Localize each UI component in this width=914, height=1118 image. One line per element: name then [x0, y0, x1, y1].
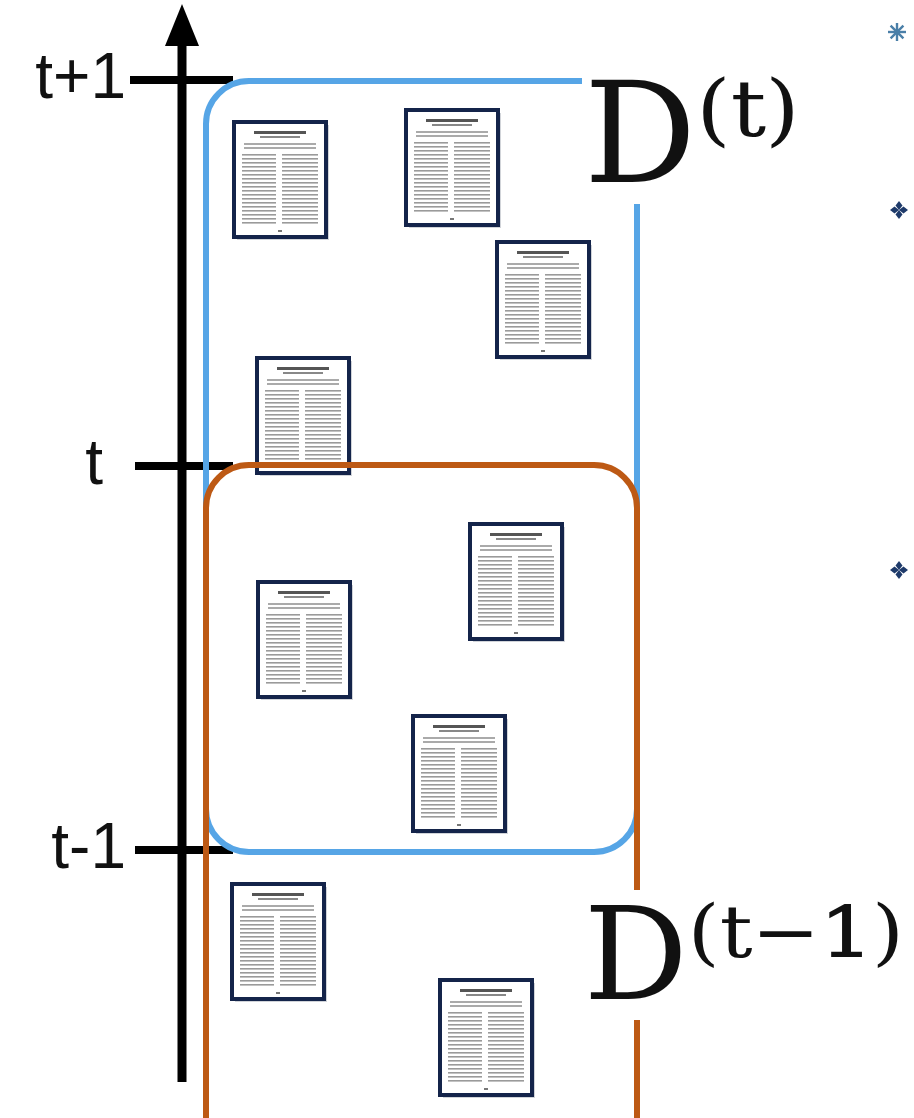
set-label: D⁽ᵗ⁾: [582, 64, 802, 204]
time-axis: [130, 4, 233, 1082]
paper-thumbnails: [232, 110, 592, 1098]
tick-label: t: [85, 430, 103, 494]
set-label: D⁽ᵗ⁻¹⁾: [582, 890, 906, 1020]
time-window-box: D⁽ᵗ⁻¹⁾: [203, 462, 640, 1118]
bullet-symbols: [888, 23, 908, 579]
tick-label: t+1: [35, 44, 126, 108]
tick-label: t-1: [51, 814, 126, 878]
